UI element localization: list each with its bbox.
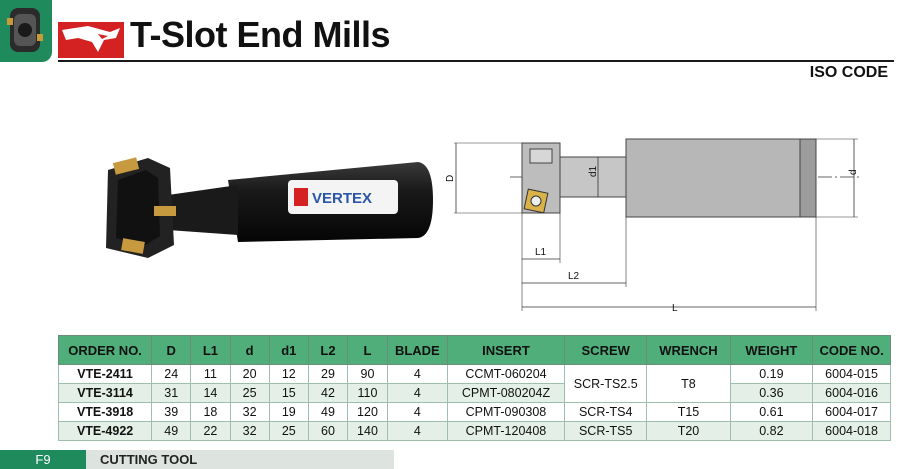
cell-L1: 14 [190, 383, 231, 403]
eagle-logo-graphic [62, 26, 120, 52]
cell-screw: SCR-TS4 [564, 402, 648, 422]
cell-L: 90 [347, 364, 388, 384]
cell-wrench: T20 [646, 421, 731, 441]
cell-L1: 22 [190, 421, 231, 441]
dim-label-L2: L2 [568, 271, 580, 282]
cell-weight: 0.36 [729, 383, 814, 403]
cell-d1: 15 [268, 383, 309, 403]
cell-code-no: 6004-018 [812, 421, 891, 441]
col-header-d: d [229, 335, 270, 365]
cell-L: 110 [347, 383, 388, 403]
cell-order-no: VTE-2411 [57, 364, 153, 384]
table-row: VTE-3918 39 18 32 19 49 120 4 CPMT-09030… [57, 402, 891, 422]
cutter-thumbnail-icon [7, 8, 43, 52]
cell-d: 32 [229, 402, 270, 422]
col-header-L1: L1 [190, 335, 231, 365]
page-number: F9 [0, 450, 86, 469]
col-header-L: L [347, 335, 388, 365]
brand-label: VERTEX [312, 190, 372, 207]
cell-weight: 0.82 [729, 421, 814, 441]
cell-order-no: VTE-3918 [57, 402, 153, 422]
cell-L2: 29 [307, 364, 349, 384]
cell-d1: 12 [268, 364, 309, 384]
table-row: VTE-2411 24 11 20 12 29 90 4 CCMT-060204… [57, 364, 891, 403]
section-label: CUTTING TOOL [100, 452, 198, 467]
cell-d: 32 [229, 421, 270, 441]
cell-screw: SCR-TS5 [564, 421, 648, 441]
cell-L1: 11 [190, 364, 231, 384]
cell-blade: 4 [386, 383, 448, 403]
cell-code-no: 6004-017 [812, 402, 891, 422]
col-header-L2: L2 [307, 335, 349, 365]
cell-d1: 25 [268, 421, 309, 441]
cell-code-no: 6004-016 [812, 383, 891, 403]
cell-insert: CPMT-080204Z [446, 383, 566, 403]
table-header-row: ORDER NO. D L1 d d1 L2 L BLADE INSERT SC… [57, 335, 891, 365]
eagle-logo-icon [58, 22, 124, 58]
cell-D: 39 [151, 402, 192, 422]
dim-label-D: D [445, 175, 456, 182]
col-header-blade: BLADE [386, 335, 448, 365]
cell-L: 140 [347, 421, 388, 441]
product-photo: VERTEX [106, 157, 433, 258]
dim-label-L: L [672, 303, 678, 314]
cell-L2: 60 [307, 421, 349, 441]
cell-D: 24 [151, 364, 192, 384]
footer-bar [0, 450, 394, 469]
cell-D: 49 [151, 421, 192, 441]
technical-drawing: D d1 d L1 L2 L [445, 138, 860, 314]
cell-weight: 0.19 [729, 364, 814, 384]
cell-d1: 19 [268, 402, 309, 422]
cell-insert: CPMT-120408 [446, 421, 566, 441]
dim-label-L1: L1 [535, 247, 547, 258]
col-header-code-no: CODE NO. [812, 335, 891, 365]
page-title: T-Slot End Mills [130, 14, 391, 55]
cell-D: 31 [151, 383, 192, 403]
cell-blade: 4 [386, 402, 448, 422]
col-header-order-no: ORDER NO. [57, 335, 153, 365]
col-header-screw: SCREW [564, 335, 648, 365]
dim-label-d: d [848, 169, 859, 175]
iso-code-label: ISO CODE [809, 64, 888, 81]
cell-blade: 4 [386, 364, 448, 384]
col-header-wrench: WRENCH [646, 335, 731, 365]
cell-L1: 18 [190, 402, 231, 422]
col-header-insert: INSERT [446, 335, 566, 365]
table-row: VTE-4922 49 22 32 25 60 140 4 CPMT-12040… [57, 421, 891, 441]
cell-weight: 0.61 [729, 402, 814, 422]
cell-L2: 49 [307, 402, 349, 422]
col-header-weight: WEIGHT [729, 335, 814, 365]
table-row: VTE-3114 31 14 25 15 42 110 4 CPMT-08020… [57, 383, 891, 403]
cell-d: 20 [229, 364, 270, 384]
cell-insert: CPMT-090308 [446, 402, 566, 422]
cell-wrench: T15 [646, 402, 731, 422]
cell-L2: 42 [307, 383, 349, 403]
cell-screw: SCR-TS2.5 [564, 364, 648, 403]
cell-code-no: 6004-015 [812, 364, 891, 384]
cell-order-no: VTE-4922 [57, 421, 153, 441]
col-header-d1: d1 [268, 335, 309, 365]
title-divider [58, 60, 894, 62]
cell-wrench: T8 [646, 364, 731, 403]
cell-order-no: VTE-3114 [57, 383, 153, 403]
cell-insert: CCMT-060204 [446, 364, 566, 384]
cell-blade: 4 [386, 421, 448, 441]
cell-d: 25 [229, 383, 270, 403]
spec-table: ORDER NO. D L1 d d1 L2 L BLADE INSERT SC… [57, 335, 891, 441]
cell-L: 120 [347, 402, 388, 422]
corner-tab [0, 0, 52, 62]
col-header-D: D [151, 335, 192, 365]
dim-label-d1: d1 [588, 165, 599, 177]
